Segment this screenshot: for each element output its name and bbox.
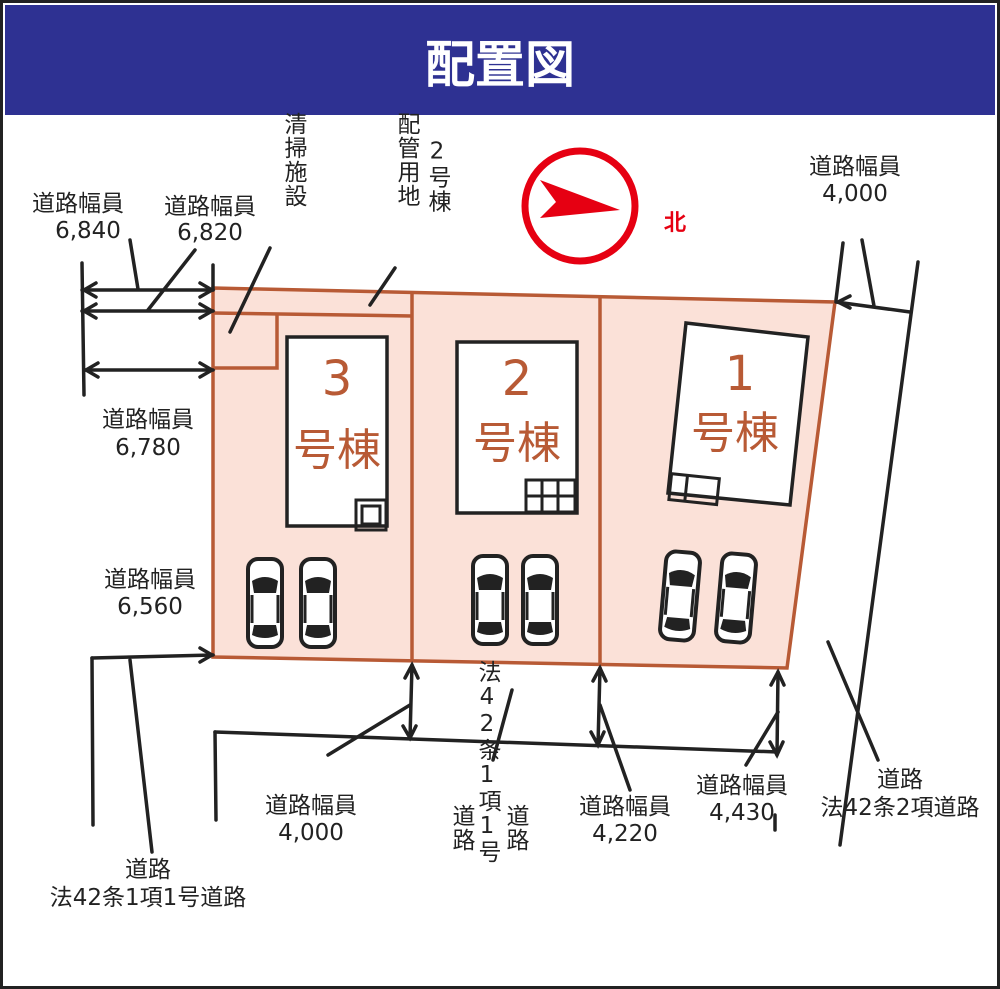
parking-car — [521, 554, 559, 646]
right-road-label: 道路 — [877, 767, 923, 793]
cleaning-facility-area — [213, 314, 279, 370]
house-3 — [285, 335, 389, 528]
entrance-3 — [354, 498, 388, 532]
piping-strip — [212, 311, 413, 318]
road-width-label: 道路幅員 — [164, 194, 256, 220]
page-title: 配置図 — [425, 36, 575, 94]
road-width-label: 道路幅員 — [265, 793, 357, 819]
bottom-road-label-right: 道路 — [502, 804, 530, 852]
parking-car — [471, 554, 509, 646]
road-width-value: 6,820 — [177, 220, 243, 246]
road-width-label: 道路幅員 — [32, 191, 124, 217]
piping-owner-label: 2号棟 — [424, 139, 452, 214]
road-width-label: 道路幅員 — [579, 794, 671, 820]
bottom-road-law: 法42条1項1号 — [474, 660, 502, 864]
right-road-law: 法42条2項道路 — [821, 795, 980, 821]
house-1 — [666, 321, 810, 507]
road-width-value: 6,840 — [55, 218, 121, 244]
parking-car — [657, 548, 703, 644]
bottom-road-label-left: 道路 — [448, 804, 476, 852]
north-compass-icon — [521, 147, 639, 265]
building-2-number: 2 — [502, 351, 533, 407]
building-1-number: 1 — [725, 346, 756, 402]
road-width-label: 道路幅員 — [696, 773, 788, 799]
road-width-value: 4,000 — [822, 181, 888, 207]
road-width-label: 道路幅員 — [102, 407, 194, 433]
north-label: 北 — [664, 211, 686, 236]
road-width-value: 6,560 — [117, 594, 183, 620]
building-2-suffix: 号棟 — [473, 418, 561, 469]
building-3-suffix: 号棟 — [293, 425, 381, 476]
building-3-number: 3 — [322, 351, 353, 407]
piping-area-label: 配管用地 — [393, 112, 421, 208]
road-width-label: 道路幅員 — [104, 567, 196, 593]
header-bar — [5, 5, 995, 115]
left-road-label: 道路 — [125, 857, 171, 883]
road-width-label: 道路幅員 — [809, 154, 901, 180]
entrance-2 — [524, 478, 577, 514]
parking-car — [246, 557, 284, 649]
cleaning-facility-label: 清掃施設 — [280, 112, 308, 208]
building-1-suffix: 号棟 — [691, 408, 779, 459]
road-width-value: 4,430 — [709, 800, 775, 826]
road-width-value: 6,780 — [115, 435, 181, 461]
entrance-1 — [667, 472, 721, 507]
parking-car — [713, 550, 759, 646]
road-width-value: 4,000 — [278, 820, 344, 846]
parking-car — [299, 557, 337, 649]
dimension-lines — [80, 238, 920, 854]
road-width-value: 4,220 — [592, 821, 658, 847]
left-road-law: 法42条1項1号道路 — [50, 885, 247, 911]
